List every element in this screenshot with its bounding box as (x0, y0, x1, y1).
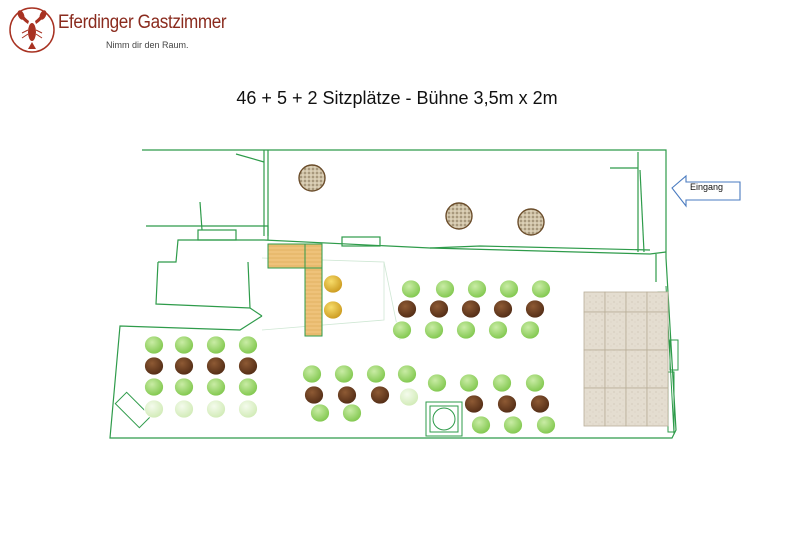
stage-panel (583, 291, 606, 313)
bar-counter (267, 243, 323, 337)
chair (427, 373, 447, 393)
stage-panel (625, 311, 648, 351)
chair (238, 335, 258, 355)
chair (456, 320, 476, 340)
fountain (425, 401, 463, 437)
lounge-seat (114, 391, 152, 429)
table (238, 356, 258, 376)
chair (471, 415, 491, 435)
brand-logo (8, 6, 208, 56)
stage-panel (625, 387, 648, 427)
chair-light (399, 387, 419, 407)
chair (206, 335, 226, 355)
table (370, 385, 390, 405)
stage-panel (583, 387, 606, 427)
chair (206, 377, 226, 397)
stage-panel (583, 311, 606, 351)
brand-tagline: Nimm dir den Raum. (106, 40, 189, 50)
chair (459, 373, 479, 393)
chair (144, 377, 164, 397)
chair (310, 403, 330, 423)
chair (401, 279, 421, 299)
table (144, 356, 164, 376)
chair (302, 364, 322, 384)
table (464, 394, 484, 414)
stage-panel (625, 349, 648, 389)
table (429, 299, 449, 319)
chair (397, 364, 417, 384)
stage-panel (646, 311, 669, 351)
chair (334, 364, 354, 384)
stage-panel (646, 387, 669, 427)
table (525, 299, 545, 319)
table (206, 356, 226, 376)
table (497, 394, 517, 414)
table (461, 299, 481, 319)
chair (342, 403, 362, 423)
table (304, 385, 324, 405)
chair (467, 279, 487, 299)
chair-light (206, 399, 226, 419)
stage-panel (583, 349, 606, 389)
chair (520, 320, 540, 340)
chair (424, 320, 444, 340)
planter (517, 208, 545, 236)
seating (144, 274, 556, 435)
stage-panel (625, 291, 648, 313)
chair (392, 320, 412, 340)
stage (583, 291, 669, 427)
stage-panel (646, 291, 669, 313)
chair-light (144, 399, 164, 419)
chair (144, 335, 164, 355)
chair (435, 279, 455, 299)
planter (445, 202, 473, 230)
entrance-label: Eingang (690, 182, 724, 192)
chair (525, 373, 545, 393)
chair (366, 364, 386, 384)
chair (499, 279, 519, 299)
table (337, 385, 357, 405)
stage-panel (604, 311, 627, 351)
chair (174, 377, 194, 397)
chair-yellow (323, 274, 343, 294)
walls (109, 149, 677, 439)
stage-panel (604, 387, 627, 427)
chair (503, 415, 523, 435)
page-title: 46 + 5 + 2 Sitzplätze - Bühne 3,5m x 2m (236, 88, 558, 108)
lobster-logo-icon (9, 7, 55, 53)
table (530, 394, 550, 414)
planter (298, 164, 326, 192)
table (174, 356, 194, 376)
table (397, 299, 417, 319)
chair (238, 377, 258, 397)
chair-light (238, 399, 258, 419)
brand-name: Eferdinger Gastzimmer (58, 12, 227, 33)
chair (536, 415, 556, 435)
chair-light (174, 399, 194, 419)
chair (492, 373, 512, 393)
chair (174, 335, 194, 355)
table (493, 299, 513, 319)
stage-panel (604, 291, 627, 313)
chair (531, 279, 551, 299)
entrance-arrow-icon (671, 174, 741, 208)
stage-panel (646, 349, 669, 389)
chair (488, 320, 508, 340)
stage-panel (604, 349, 627, 389)
chair-yellow (323, 300, 343, 320)
